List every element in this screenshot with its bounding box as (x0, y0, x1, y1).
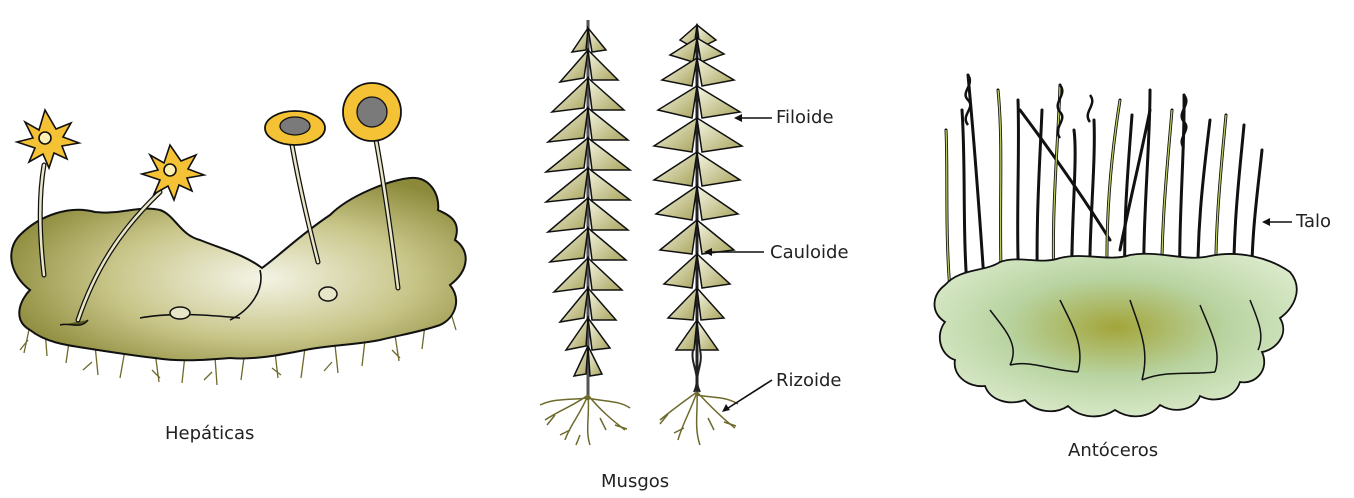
moss-plants (540, 20, 772, 445)
moss-leader-lines (710, 118, 772, 410)
caption-hepaticas: Hepáticas (165, 424, 254, 444)
label-rizoide: Rizoide (776, 371, 841, 391)
antheridiophore-1 (265, 111, 325, 145)
label-cauloide: Cauloide (770, 243, 849, 263)
caption-antoceros: Antóceros (1068, 441, 1158, 461)
label-talo: Talo (1296, 212, 1331, 232)
caption-musgos: Musgos (601, 472, 669, 492)
archegoniophore-1 (17, 110, 79, 168)
label-filoide: Filoide (776, 108, 834, 128)
hornwort-thallus (934, 254, 1296, 417)
hepatica-plant (11, 83, 465, 385)
archegoniophore-2 (142, 145, 204, 200)
moss-shoot-left (540, 20, 630, 445)
moss-rhizoids-left (540, 395, 630, 445)
moss-shoot-right (654, 25, 742, 445)
hornwort-plant (934, 75, 1296, 416)
moss-rhizoids-right (660, 392, 738, 445)
antheridiophore-2 (343, 83, 401, 141)
